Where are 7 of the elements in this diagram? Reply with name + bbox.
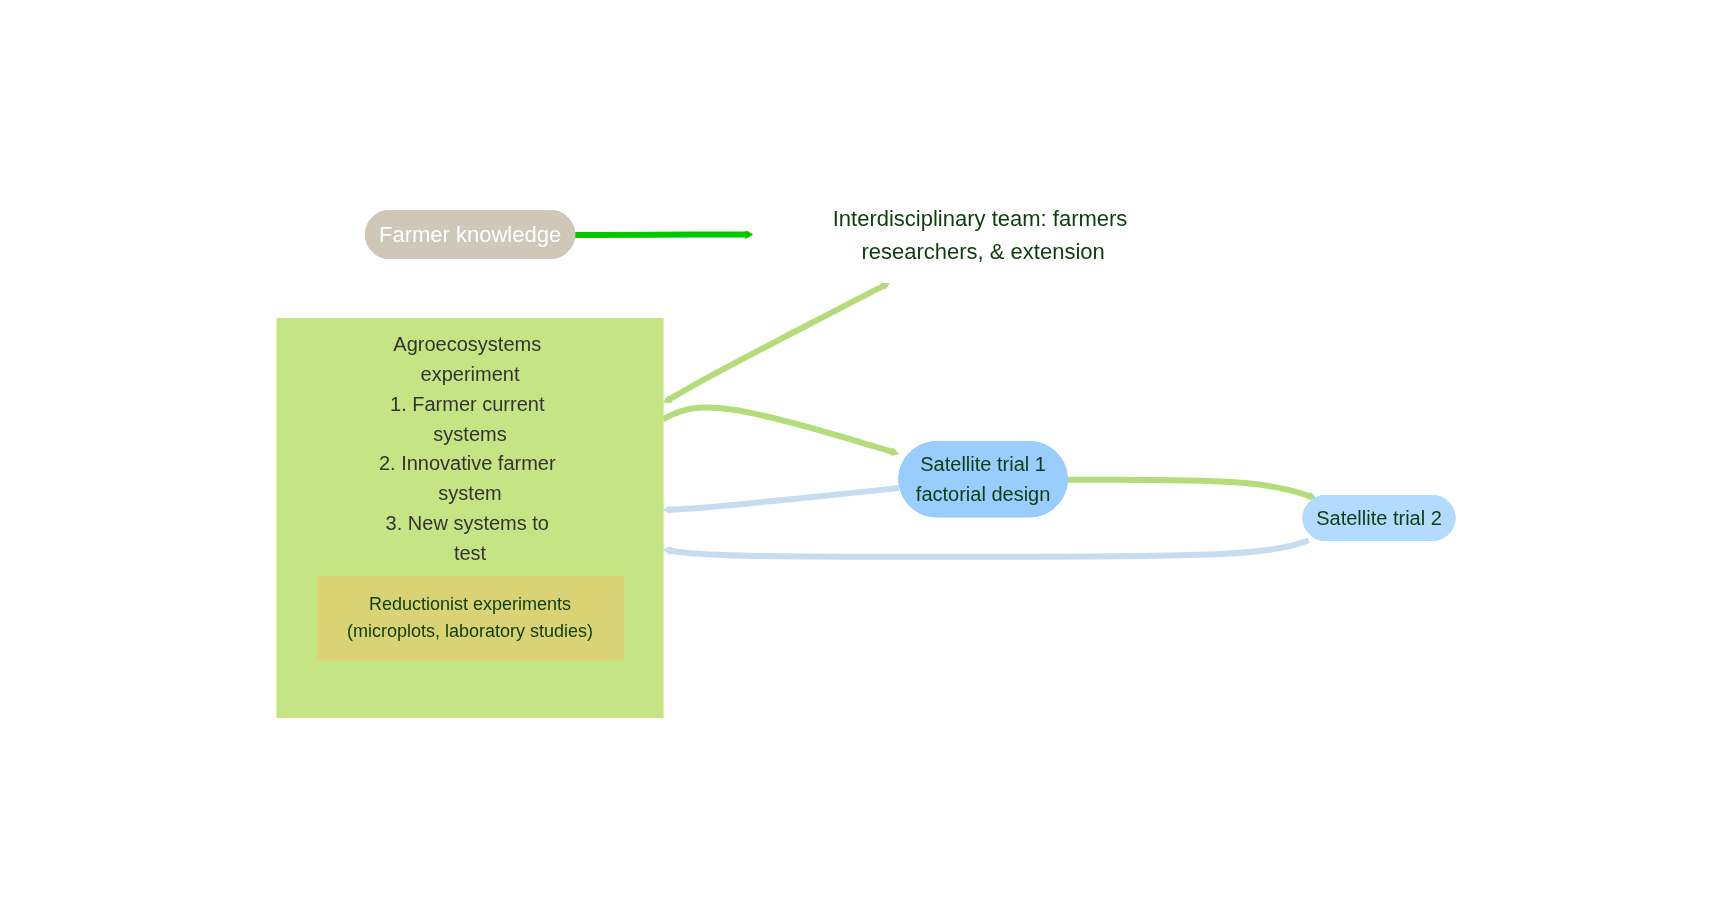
arrow xyxy=(661,404,899,456)
node-text: Interdisciplinary team: farmers researchers, & extension xyxy=(832,205,1127,264)
arrow xyxy=(662,537,1310,560)
arrow xyxy=(662,485,899,514)
arrow xyxy=(1067,476,1317,500)
arrow xyxy=(574,230,753,239)
arrow xyxy=(662,281,890,404)
